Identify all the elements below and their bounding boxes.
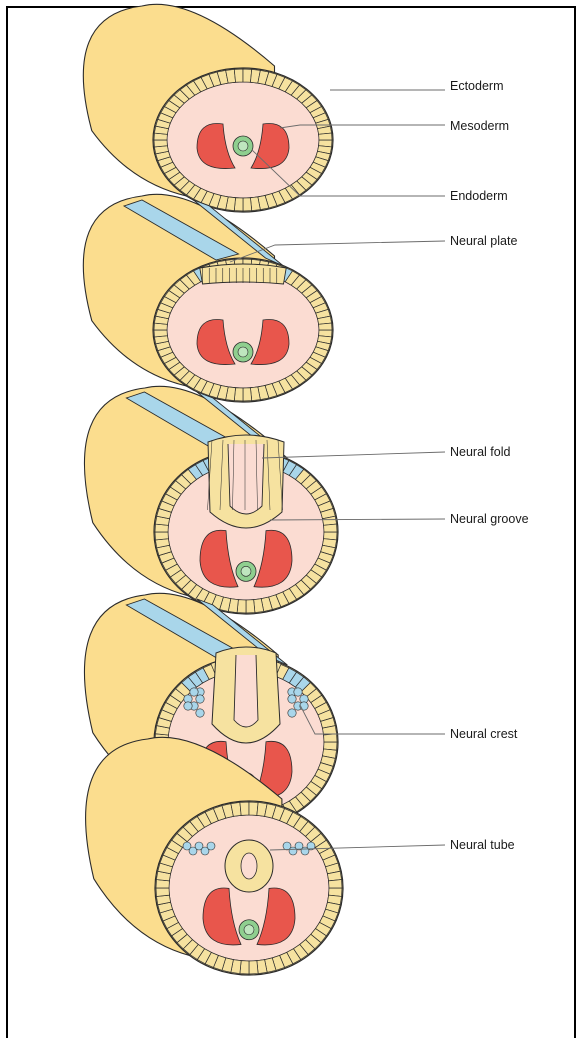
interior xyxy=(167,272,319,388)
neural-crest-cell xyxy=(300,702,308,710)
label-endoderm: Endoderm xyxy=(450,189,508,203)
label-neural-groove: Neural groove xyxy=(450,512,529,526)
label-neural-fold: Neural fold xyxy=(450,445,510,459)
ectoderm-cell xyxy=(154,140,167,147)
label-ectoderm: Ectoderm xyxy=(450,79,504,93)
neural-crest-cell xyxy=(288,709,296,717)
label-neural-crest: Neural crest xyxy=(450,727,518,741)
neural-crest-cell xyxy=(196,709,204,717)
ectoderm-cell xyxy=(324,734,337,742)
stage-2 xyxy=(83,194,333,402)
endoderm-lumen xyxy=(238,347,248,357)
ectoderm-cell xyxy=(324,524,337,532)
ectoderm-cell xyxy=(154,330,167,337)
leader-neural-fold xyxy=(262,452,445,458)
neural-crest-cell xyxy=(196,695,204,703)
neural-crest-cell xyxy=(190,688,198,696)
ectoderm-cell xyxy=(243,198,252,211)
neural-crest-cell xyxy=(288,695,296,703)
ectoderm-cell xyxy=(319,133,332,140)
endoderm-lumen xyxy=(241,566,251,576)
ectoderm-cell xyxy=(329,880,342,888)
neural-crest-cell xyxy=(184,702,192,710)
label-neural-plate: Neural plate xyxy=(450,234,517,248)
neural-tube-lumen xyxy=(241,853,257,879)
ectoderm-cell xyxy=(240,802,249,815)
ectoderm-cell xyxy=(319,323,332,330)
stage-3 xyxy=(84,386,338,614)
endoderm-lumen xyxy=(238,141,248,151)
ectoderm-cell xyxy=(243,388,252,401)
ectoderm-cell xyxy=(156,888,169,896)
neural-crest-cell xyxy=(207,842,215,850)
ectoderm-cell xyxy=(234,69,243,82)
ectoderm-cell xyxy=(246,600,255,613)
stage-1 xyxy=(83,4,333,212)
neural-groove xyxy=(234,655,258,727)
ectoderm-cell xyxy=(249,961,258,974)
neural-crest-cell xyxy=(294,688,302,696)
label-neural-tube: Neural tube xyxy=(450,838,515,852)
endoderm-lumen xyxy=(244,925,254,935)
label-mesoderm: Mesoderm xyxy=(450,119,509,133)
ectoderm-cell xyxy=(155,532,168,540)
